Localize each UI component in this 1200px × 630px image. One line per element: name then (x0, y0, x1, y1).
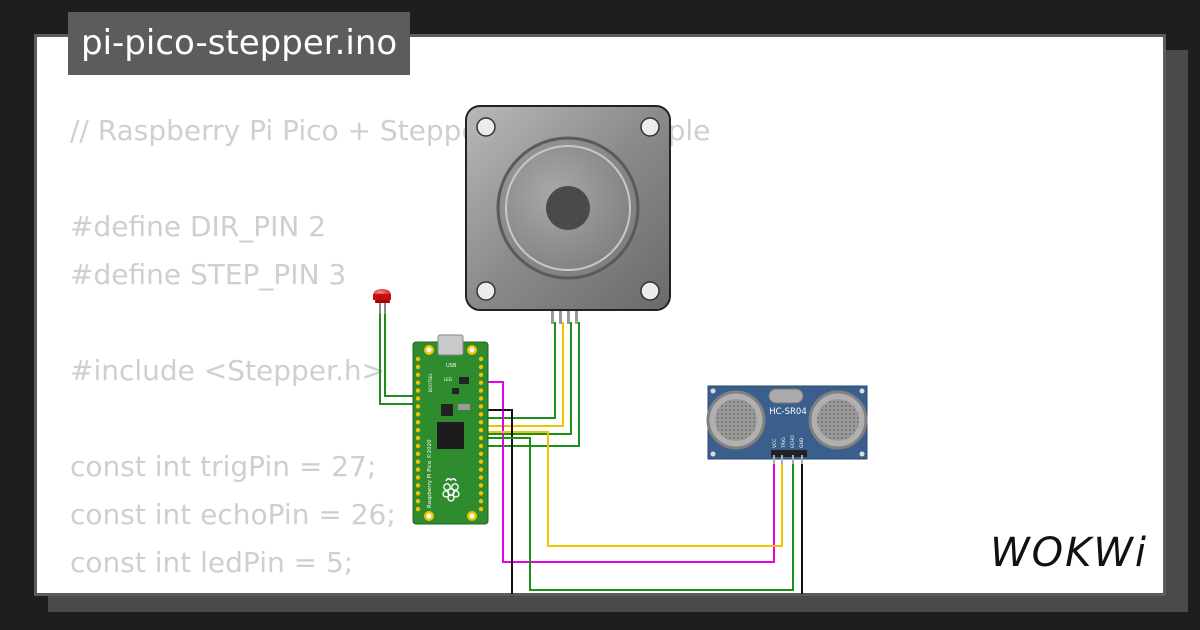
sensor-pin-vcc: VCC (772, 439, 778, 448)
pico-pin (478, 499, 484, 504)
pico-led-label: LED (444, 377, 452, 382)
pico-pin (478, 427, 484, 433)
pico-pin (415, 388, 421, 393)
pico-pin (415, 435, 421, 441)
pico-pin (415, 467, 421, 472)
pico-pin (478, 364, 484, 370)
code-line: #define STEP_PIN 3 (70, 258, 347, 291)
pico-pin (478, 459, 484, 464)
pico-pin (478, 506, 484, 512)
wire-echo (481, 431, 783, 547)
pico-pin (478, 372, 484, 377)
sensor-pin-echo: ECHO (790, 435, 796, 448)
pico-pin (415, 443, 421, 449)
pico-usb-label: USB (446, 363, 457, 369)
raspberry-logo (442, 477, 460, 502)
wire-stepper-a2 (481, 322, 564, 427)
pico-pin (415, 451, 421, 456)
red-led (373, 289, 391, 314)
pico-pin (415, 499, 421, 504)
code-line: const int trigPin = 27; (70, 450, 377, 483)
project-title: pi-pico-stepper.ino (68, 12, 411, 75)
pico-board-label: Raspberry Pi Pico ©2020 (426, 439, 433, 508)
pico-pin (415, 459, 421, 464)
pico-pin (478, 356, 484, 362)
sensor-receiver (808, 390, 868, 450)
pico-pin (478, 435, 484, 441)
wires (379, 312, 803, 594)
pico-pin (478, 412, 484, 417)
pico-pin (415, 364, 421, 370)
sensor-pin-trig: TRIG (781, 437, 787, 449)
pico-pin (415, 475, 421, 480)
pico-pin (478, 475, 484, 480)
wire-stepper-a1 (481, 322, 556, 419)
pico-pin (415, 506, 421, 512)
code-line: #define DIR_PIN 2 (70, 210, 327, 243)
pico-pin (478, 451, 484, 456)
sensor-pin-gnd: GND (799, 437, 805, 448)
pico-pin (415, 356, 421, 362)
sensor-model-label: HC-SR04 (769, 407, 807, 417)
code-line: const int ledPin = 5; (70, 546, 354, 579)
pico-pin (478, 483, 484, 488)
hc-sr04-sensor: HC-SR04 VCC TRIG ECHO GND (706, 385, 868, 464)
pico-bootsel-label: BOOTSEL (428, 373, 433, 392)
pico-pin (415, 396, 421, 401)
pico-pin (415, 372, 421, 377)
wire-trig (481, 381, 775, 563)
sensor-transmitter (706, 390, 766, 450)
pico-pin (415, 483, 421, 488)
wire-led-cathode (384, 312, 418, 397)
pico-pin (478, 491, 484, 496)
pico-pins-right (478, 356, 484, 512)
pico-pin (415, 427, 421, 433)
raspberry-pi-pico: USB LED BOOTSEL Raspberry Pi Pico ©2020 (412, 334, 489, 525)
pico-pin (478, 404, 484, 409)
pico-pin (415, 380, 421, 385)
code-line: const int echoPin = 26; (70, 498, 396, 531)
pico-pin (478, 388, 484, 393)
wire-led-anode (379, 312, 418, 405)
pico-pin (415, 491, 421, 496)
pico-pin (478, 396, 484, 401)
pico-pin (478, 420, 484, 425)
pico-pin (478, 443, 484, 449)
pico-pins-left (415, 356, 421, 512)
wire-stepper-b2 (481, 322, 580, 447)
wire-gnd-sensor (481, 409, 513, 594)
pico-pin (415, 404, 421, 409)
wokwi-logo: WOKWi (990, 530, 1148, 576)
stepper-motor (465, 105, 671, 324)
code-line: #include <Stepper.h> (70, 354, 386, 387)
pico-pin (415, 420, 421, 425)
pico-pin (478, 380, 484, 385)
wire-vcc (481, 437, 794, 591)
pico-pin (415, 412, 421, 417)
pico-pin (478, 467, 484, 472)
